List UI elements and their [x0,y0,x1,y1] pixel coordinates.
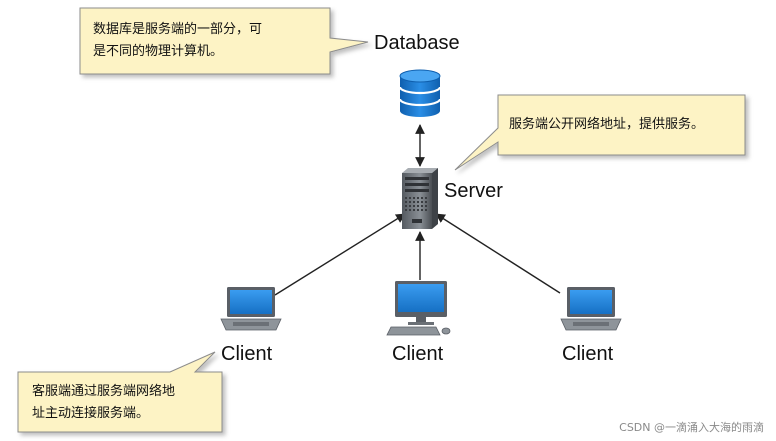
callout-line: 客服端通过服务端网络地 [32,384,176,399]
server-label: Server [444,180,503,202]
callout-database-text: 数据库是服务端的一部分，可 是不同的物理计算机。 [93,19,325,63]
client-left-arrow [274,213,406,296]
callout-line: 址主动连接服务端。 [32,406,150,421]
callout-client-text: 客服端通过服务端网络地 址主动连接服务端。 [32,381,218,425]
watermark: CSDN @一滴涌入大海的雨滴 [619,421,764,434]
server-icon [402,168,438,229]
client-label-middle: Client [392,343,444,365]
callout-line: 服务端公开网络地址，提供服务。 [509,117,705,132]
callout-server [454,94,746,171]
callout-line: 是不同的物理计算机。 [93,44,224,59]
database-icon [398,69,442,117]
client-label-left: Client [221,343,273,365]
laptop-icon [220,287,282,331]
callout-database [79,7,369,75]
callout-client [17,351,223,433]
callout-server-text: 服务端公开网络地址，提供服务。 [509,114,741,136]
callout-line: 数据库是服务端的一部分，可 [93,22,263,37]
desktop-computer-icon [386,281,451,336]
client-right-arrow [435,213,561,294]
client-label-right: Client [562,343,614,365]
connections [274,124,561,296]
laptop-icon [560,287,622,331]
database-label: Database [374,32,460,54]
